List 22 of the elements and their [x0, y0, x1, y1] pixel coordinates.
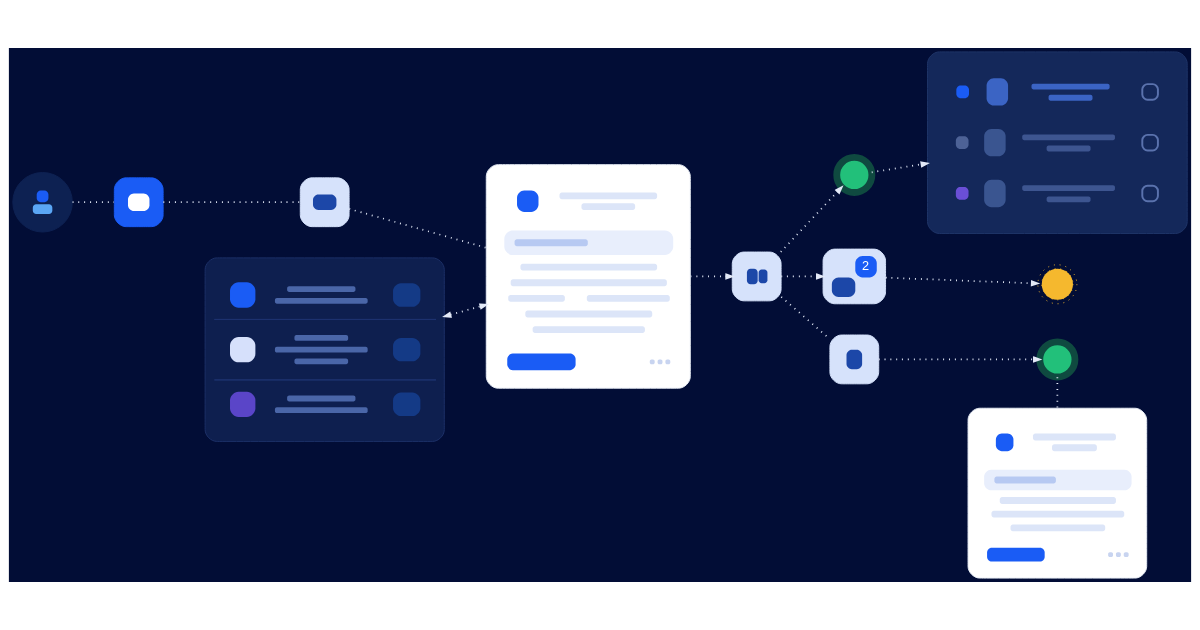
arrow — [877, 356, 1043, 363]
node-box — [829, 334, 880, 385]
arrow — [779, 185, 844, 253]
arrow — [689, 273, 735, 280]
arrow — [870, 161, 930, 174]
connector — [1056, 376, 1059, 409]
node-box — [204, 257, 445, 442]
node-box — [731, 251, 782, 302]
arrow — [884, 276, 1041, 287]
node-circle — [1037, 264, 1078, 305]
connector — [162, 201, 301, 204]
arrow — [780, 273, 826, 280]
node-box — [113, 177, 164, 228]
node-circle — [1036, 338, 1079, 381]
node-box: 2 — [822, 248, 887, 305]
node-box — [299, 177, 350, 228]
node-box — [485, 164, 691, 389]
connector — [348, 208, 487, 249]
arrow — [442, 303, 489, 318]
node-box — [967, 407, 1148, 579]
node-circle — [12, 172, 73, 233]
node-box — [927, 51, 1188, 234]
